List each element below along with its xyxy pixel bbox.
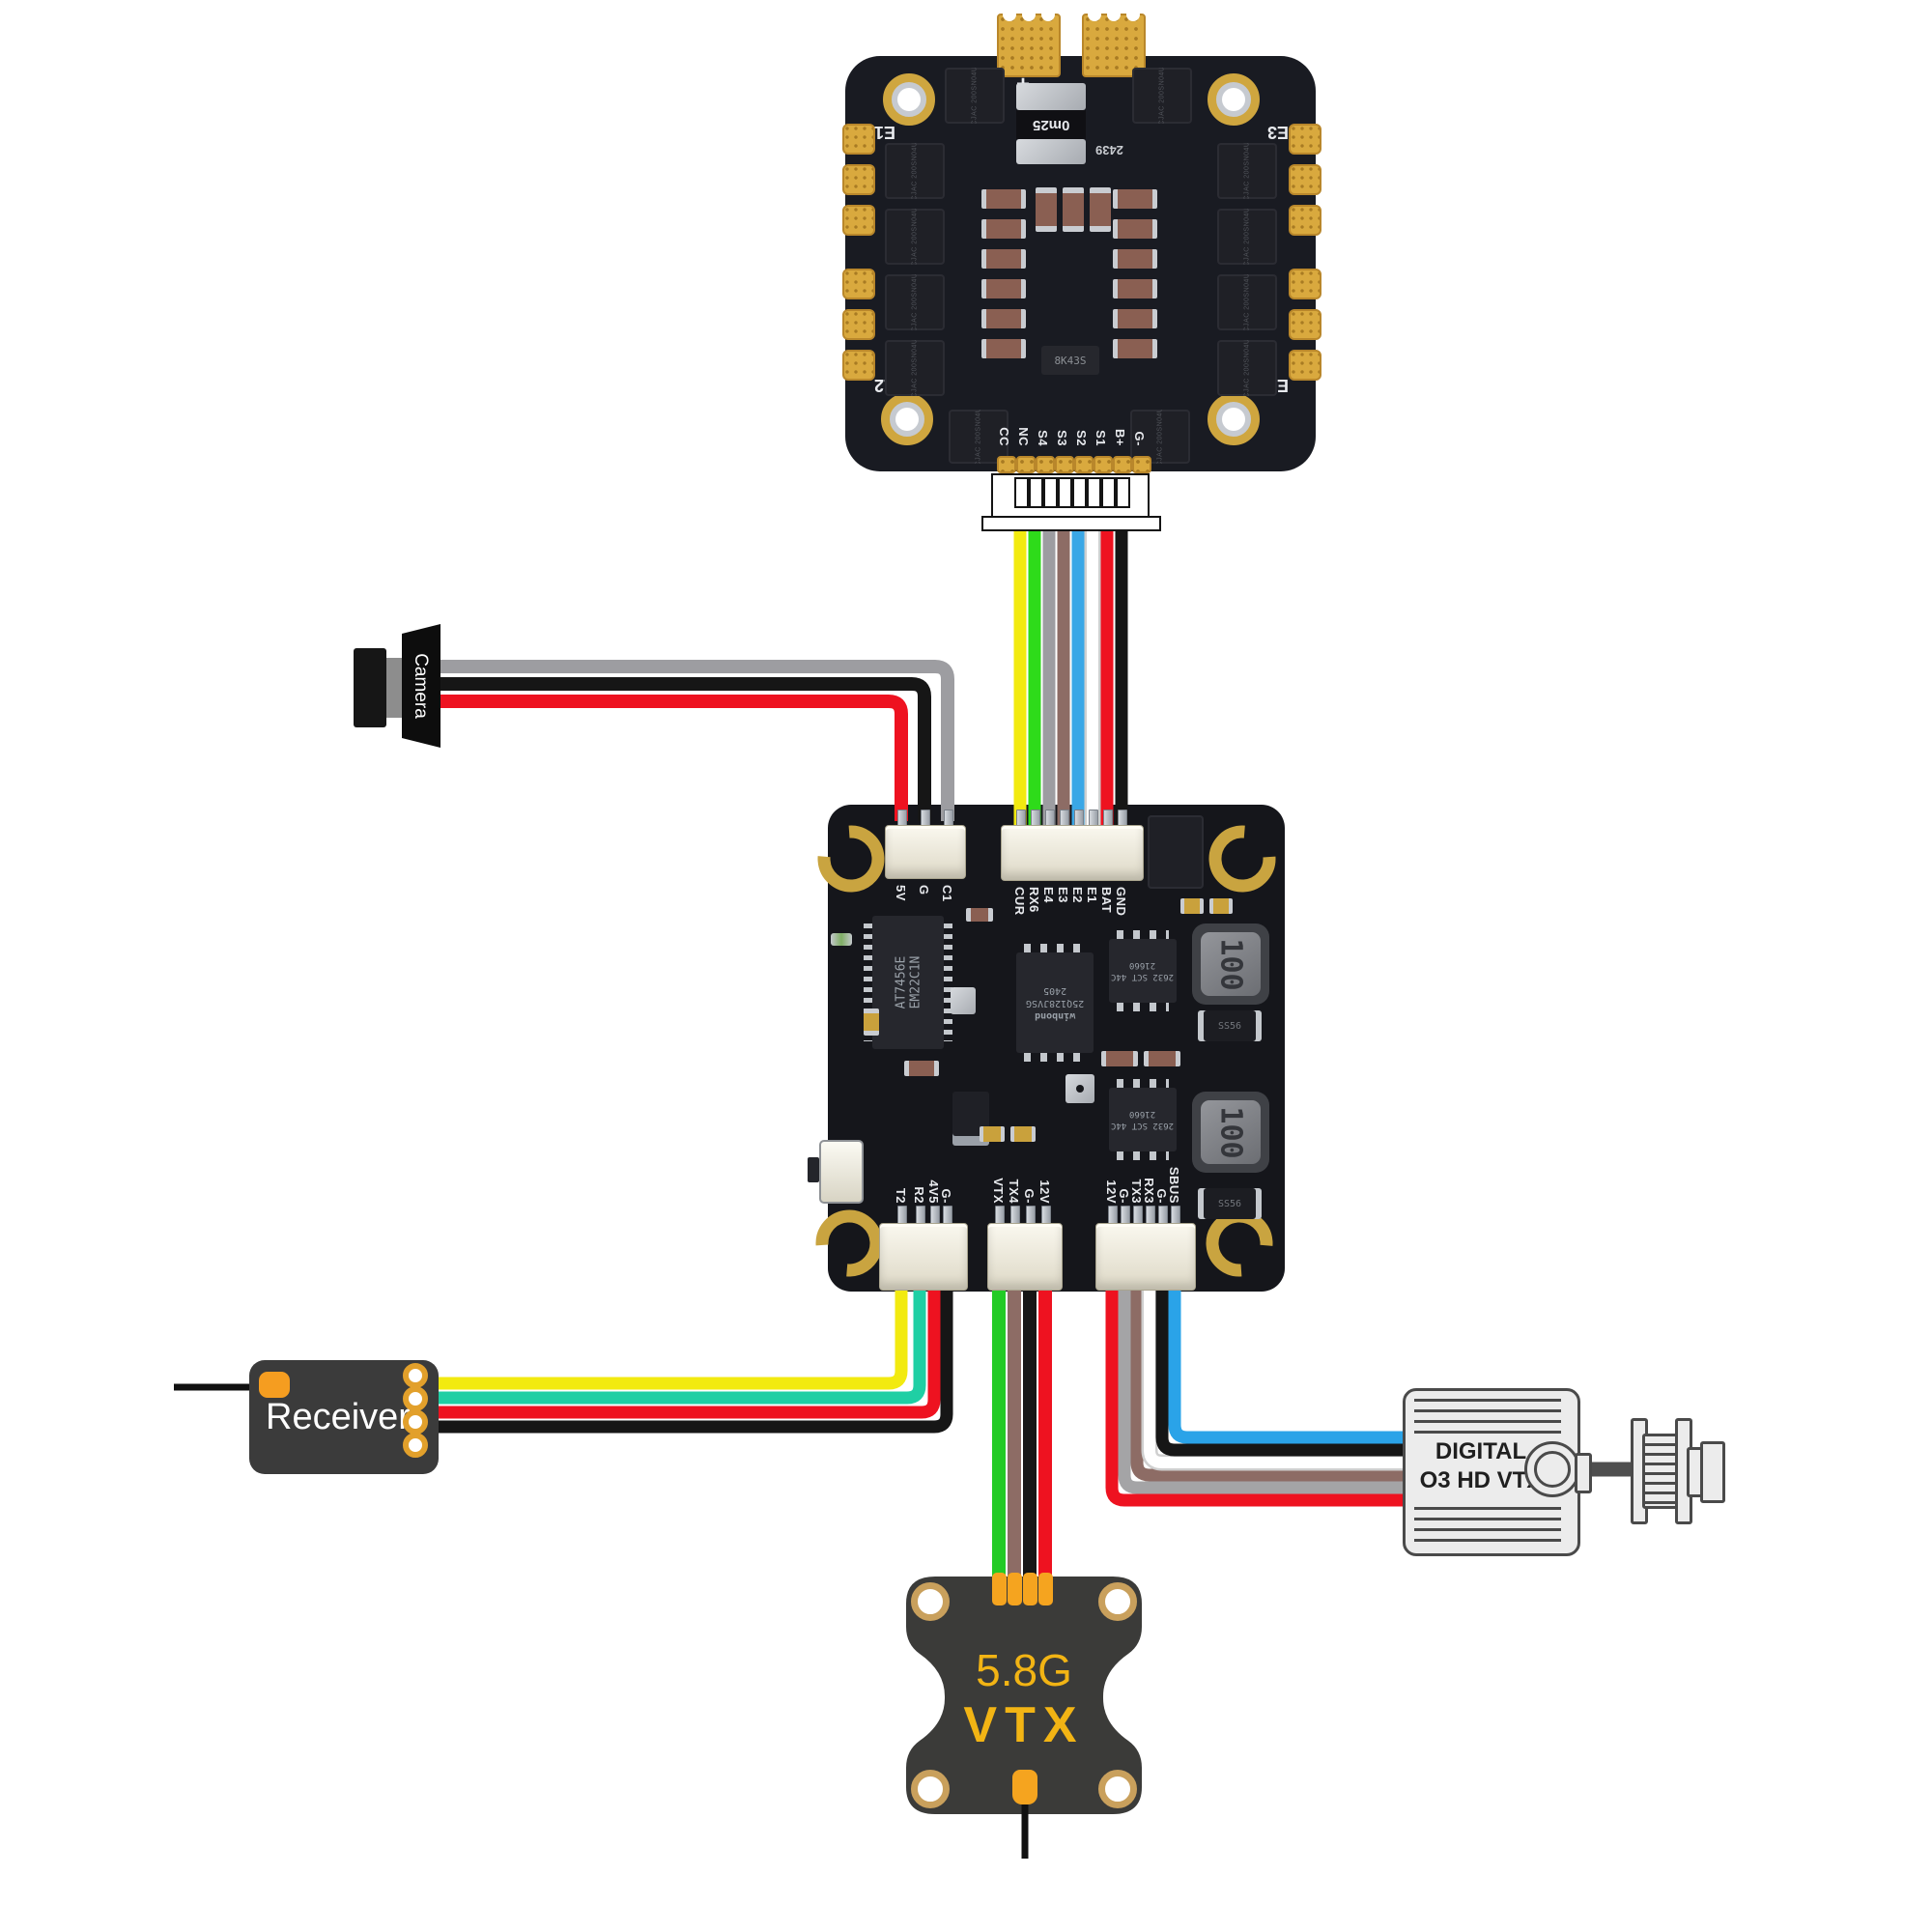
vtx58-hole: [1098, 1770, 1137, 1808]
receiver-wire-t2: [437, 1287, 908, 1390]
fc-diode: SS56: [1198, 1188, 1262, 1219]
vtx58-pad: [1008, 1573, 1022, 1605]
o3-wire-gnd-a: [1118, 1287, 1406, 1494]
esc-aux-chip: 8K43S: [1041, 346, 1099, 375]
esc-shunt-body: 0m25: [1016, 110, 1086, 139]
receiver-pad: [403, 1433, 428, 1458]
esc-motor-pad: [842, 309, 875, 340]
esc-mosfet: CJAC 200SN04U: [885, 209, 945, 265]
esc-battery-pad-negative: [1082, 8, 1146, 77]
vtx58-label: 5.8G VTX: [963, 1645, 1085, 1753]
o3-wire-tx3: [1130, 1287, 1406, 1482]
camera-wire-5v: [437, 695, 908, 821]
vtx58-hole: [911, 1770, 950, 1808]
receiver-label: Receiver: [266, 1397, 411, 1437]
o3-vent-top: [1414, 1399, 1561, 1434]
o3-wire-rx3-casing: [1141, 1287, 1406, 1471]
o3-wire-sbus: [1168, 1287, 1406, 1444]
esc-motor-pad: [842, 124, 875, 155]
receiver-wire-r2: [437, 1287, 926, 1405]
esc-mosfet: CJAC 200SN04U: [945, 68, 1005, 124]
fc-camera-connector: [885, 825, 966, 879]
o3-vent-bottom: [1414, 1507, 1561, 1542]
esc-mosfet: CJAC 200SN04U: [1217, 274, 1277, 330]
o3-wire-rx3: [1144, 1287, 1406, 1468]
vtx58-hole: [911, 1582, 950, 1621]
fc-oscillator: [951, 987, 976, 1014]
camera-body: [402, 624, 440, 748]
esc-motor-pad: [1289, 309, 1321, 340]
esc-motor-pad: [1289, 205, 1321, 236]
esc-hole-br: [1208, 393, 1260, 445]
esc-mosfet: CJAC 200SN04U: [885, 274, 945, 330]
camera-lens-ring: [386, 658, 402, 718]
receiver-pad: [403, 1363, 428, 1388]
o3-wire-gnd-b: [1155, 1287, 1406, 1457]
fc-barometer: [1065, 1074, 1094, 1103]
esc-motor-pad: [842, 269, 875, 299]
receiver-wire-4v5: [437, 1287, 941, 1419]
fc-inductor: 100: [1192, 923, 1269, 1005]
esc-label-e1: E1: [874, 123, 896, 142]
fc-power-fet: [1148, 815, 1204, 889]
o3-connector-ring: [1524, 1441, 1580, 1497]
esc-motor-pad: [1289, 164, 1321, 195]
vtx58-pad: [1038, 1573, 1053, 1605]
esc-harness-connector-base: [981, 516, 1161, 531]
esc-mosfet: CJAC 200SN04U: [1217, 209, 1277, 265]
esc-motor-pad: [842, 350, 875, 381]
fc-flash-chip: winbond 25Q128JVSG 2405: [1016, 944, 1094, 1062]
esc-mosfet: CJAC 200SN04U: [885, 340, 945, 396]
esc-label-e3: E3: [1267, 123, 1290, 142]
esc-motor-pad: [842, 205, 875, 236]
esc-hole-bl: [881, 393, 933, 445]
fc-receiver-connector: [879, 1223, 968, 1291]
esc-date-code: 2439: [1095, 143, 1123, 157]
esc-motor-pad: [1289, 350, 1321, 381]
receiver-antenna-connector: [259, 1372, 290, 1398]
fc-inductor: 100: [1192, 1092, 1269, 1173]
fc-regulator-chip: 2632 SCT 44C 21660: [1109, 1079, 1177, 1160]
receiver-pad: [403, 1386, 428, 1411]
fc-osd-chip: AT7456E EM22C1N: [864, 916, 952, 1049]
fc-regulator-chip: 2632 SCT 44C 21660: [1109, 930, 1177, 1011]
fc-boot-button: [819, 1140, 864, 1204]
esc-shunt-bottom: [1016, 139, 1086, 164]
fc-esc-connector: [1001, 825, 1144, 881]
esc-motor-pad: [1289, 124, 1321, 155]
fc-diode: SS56: [1198, 1010, 1262, 1041]
o3-antenna-stub: [1575, 1453, 1592, 1493]
vtx58-pad: [1023, 1573, 1037, 1605]
receiver-wire-gnd: [437, 1287, 953, 1434]
esc-motor-pad: [1289, 269, 1321, 299]
esc-motor-pad: [842, 164, 875, 195]
fc-led: [831, 933, 852, 946]
vtx58-board: [906, 1577, 1142, 1814]
fc-dji-connector: [1095, 1223, 1196, 1291]
esc-mosfet: CJAC 200SN04U: [1217, 143, 1277, 199]
vtx58-antenna-pad: [1012, 1770, 1037, 1804]
camera-wire-video: [437, 660, 954, 821]
o3-wire-12v: [1105, 1287, 1406, 1507]
esc-hole-tr: [1208, 73, 1260, 126]
o3-antenna-end: [1700, 1441, 1725, 1503]
camera-wire-gnd: [437, 677, 931, 821]
esc-mosfet: CJAC 200SN04U: [1130, 410, 1190, 464]
esc-battery-pad-positive: [997, 8, 1061, 77]
camera-lens: [354, 648, 386, 727]
esc-mosfet: CJAC 200SN04U: [949, 410, 1009, 464]
esc-mosfet: CJAC 200SN04U: [1132, 68, 1192, 124]
fc-vtx-connector: [987, 1223, 1063, 1291]
esc-mosfet: CJAC 200SN04U: [885, 143, 945, 199]
vtx58-hole: [1098, 1582, 1137, 1621]
receiver-pad: [403, 1409, 428, 1435]
o3-vtx-label: DIGITAL O3 HD VTX: [1419, 1438, 1543, 1493]
esc-shunt-top: [1016, 83, 1086, 110]
esc-mosfet: CJAC 200SN04U: [1217, 340, 1277, 396]
esc-hole-tl: [883, 73, 935, 126]
fc-boot-button-nub: [808, 1157, 819, 1182]
camera-label: Camera: [411, 653, 431, 719]
vtx58-pad: [992, 1573, 1007, 1605]
esc-shunt-label: 0m25: [1032, 116, 1070, 133]
